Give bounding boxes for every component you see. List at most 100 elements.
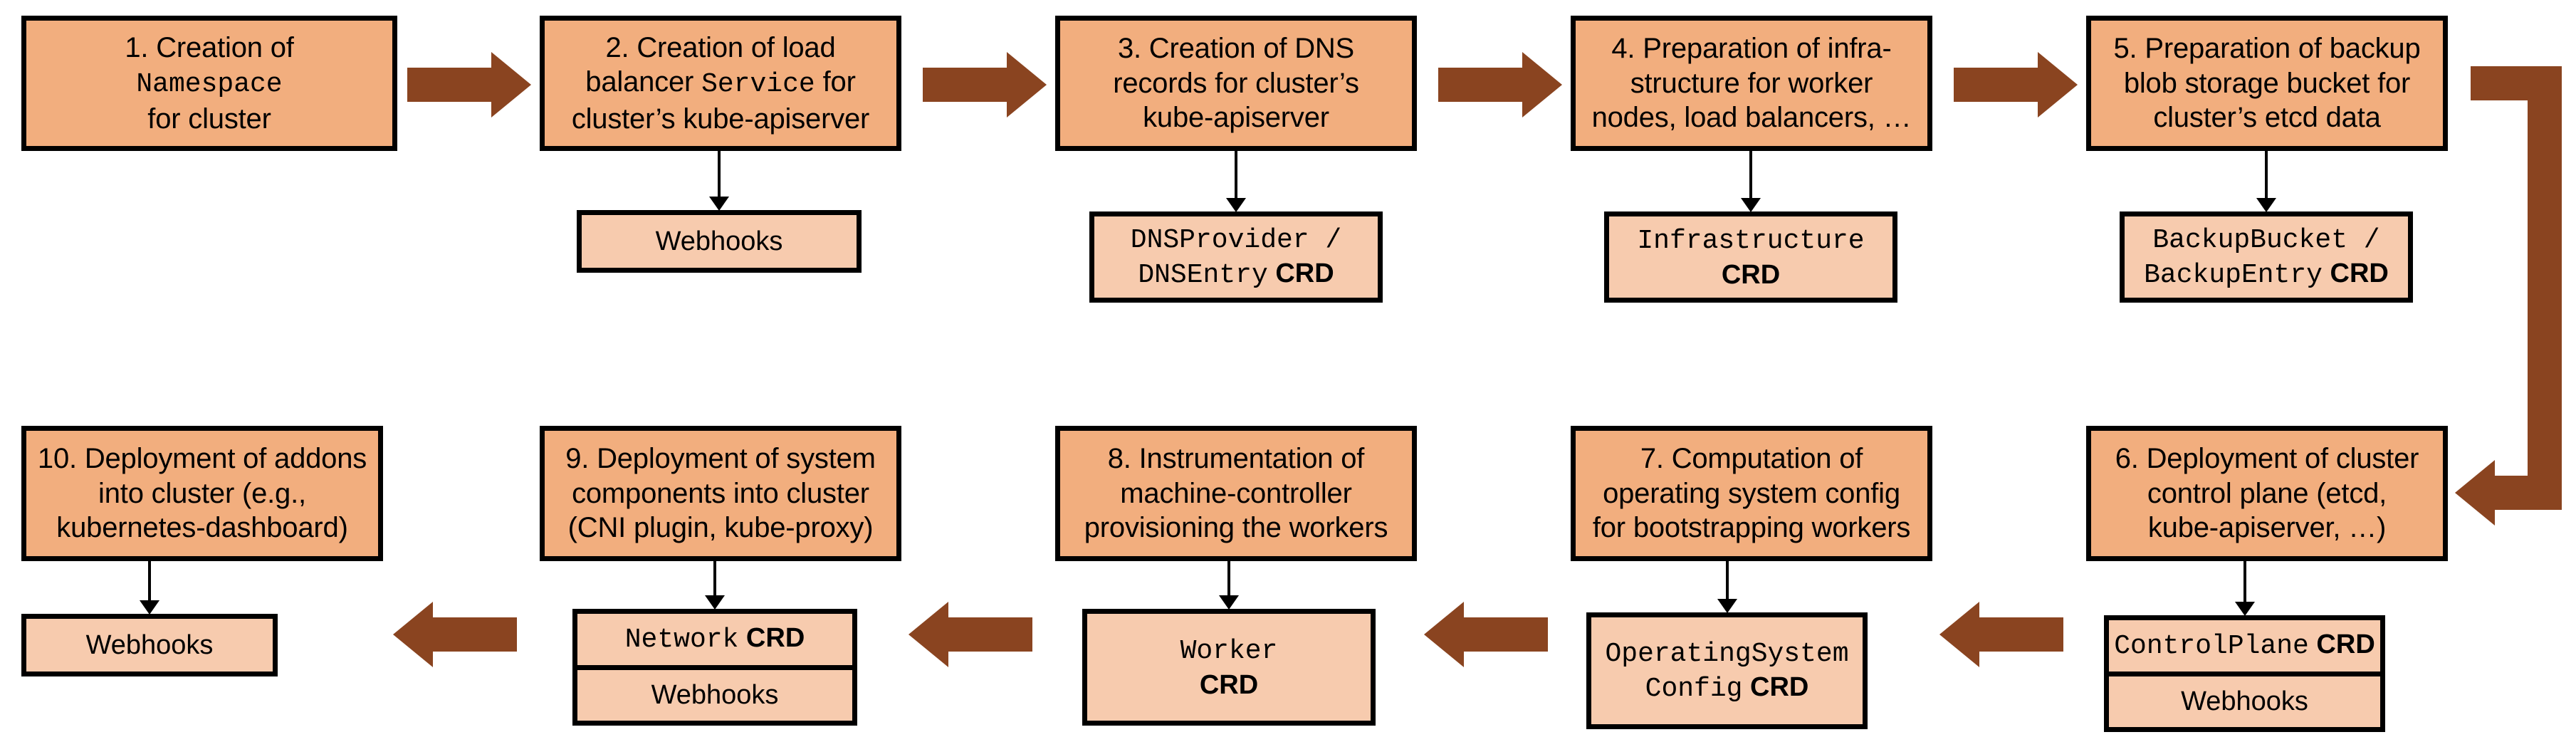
connector-line — [148, 561, 151, 602]
text-run: kube-apiserver, …) — [2147, 512, 2387, 544]
arrow-shaft — [1979, 617, 2063, 652]
arrow-1-2 — [407, 52, 531, 117]
arrow-head-icon — [1522, 52, 1562, 117]
connector-arrowhead-icon — [1226, 198, 1246, 212]
text-run: BackupEntry — [2144, 260, 2323, 291]
connector-line — [1235, 151, 1237, 200]
text-run: 3. Creation of DNS — [1117, 32, 1355, 64]
connector-line — [718, 151, 721, 199]
text-line: into cluster (e.g., — [32, 476, 372, 511]
artifact-box-10[interactable]: Webhooks — [21, 614, 278, 676]
text-run: kube-apiserver — [1143, 102, 1329, 134]
text-line: Webhooks — [2181, 685, 2308, 718]
connector-arrowhead-icon — [709, 197, 729, 211]
text-run: operating system config — [1603, 477, 1900, 509]
text-line: 1. Creation of — [32, 31, 387, 66]
text-line: kube-apiserver, …) — [2097, 511, 2437, 545]
text-run: Namespace — [136, 69, 283, 100]
text-line: Namespace — [32, 65, 387, 101]
text-line: 9. Deployment of system — [550, 441, 891, 476]
text-line: 3. Creation of DNS — [1066, 31, 1406, 66]
text-line: DNSProvider / — [1131, 222, 1341, 257]
arrow-6-7 — [1939, 602, 2063, 667]
arrow-shaft — [923, 68, 1007, 102]
elbow-arrow-vertical — [2528, 66, 2562, 510]
text-run: 9. Deployment of system — [565, 442, 876, 474]
text-run: records for cluster’s — [1113, 67, 1359, 99]
artifact-box-5[interactable]: BackupBucket /BackupEntry CRD — [2120, 211, 2413, 303]
artifact-box-2[interactable]: Webhooks — [577, 210, 862, 273]
text-run: CRD — [1721, 259, 1781, 290]
artifact-label: BackupBucket /BackupEntry CRD — [2144, 222, 2389, 293]
text-run: OperatingSystem — [1605, 638, 1849, 669]
text-run: kubernetes-dashboard) — [56, 512, 348, 544]
text-run: control plane (etcd, — [2147, 477, 2387, 509]
artifact-cell: Webhooks — [577, 664, 852, 721]
artifact-box-6[interactable]: ControlPlane CRD Webhooks — [2104, 615, 2385, 732]
text-line: Webhooks — [651, 679, 779, 711]
arrow-head-icon — [491, 52, 531, 117]
artifact-box-3[interactable]: DNSProvider /DNSEntry CRD — [1089, 211, 1383, 303]
connector-arrowhead-icon — [705, 595, 725, 610]
text-line: Worker — [1180, 633, 1278, 668]
text-run: machine-controller — [1120, 477, 1352, 509]
text-line: Config CRD — [1605, 671, 1848, 706]
arrow-8-9 — [909, 602, 1032, 667]
text-run: balancer — [585, 66, 702, 98]
text-run: CRD — [738, 623, 805, 654]
text-run: (CNI plugin, kube-proxy) — [567, 512, 874, 544]
artifact-cell: ControlPlane CRD — [2109, 620, 2380, 672]
text-line: 2. Creation of load — [550, 31, 891, 66]
arrow-head-icon — [1007, 52, 1047, 117]
connector-line — [1227, 561, 1230, 597]
arrow-head-icon — [1424, 602, 1464, 667]
text-line: control plane (etcd, — [2097, 476, 2437, 511]
text-run: 4. Preparation of infra- — [1611, 32, 1892, 64]
connector-arrowhead-icon — [140, 600, 159, 615]
text-line: kube-apiserver — [1066, 100, 1406, 135]
text-line: machine-controller — [1066, 476, 1406, 511]
text-run: 1. Creation of — [125, 31, 294, 63]
text-run: for bootstrapping workers — [1592, 512, 1911, 544]
arrow-shaft — [1464, 617, 1548, 652]
flow-step-4[interactable]: 4. Preparation of infra-structure for wo… — [1571, 16, 1932, 151]
text-line: BackupBucket / — [2144, 222, 2389, 257]
text-run: CRD — [1199, 669, 1259, 700]
text-run: for cluster — [147, 103, 271, 135]
connector-arrowhead-icon — [1741, 198, 1761, 212]
artifact-label: Webhooks — [86, 629, 214, 662]
text-run: blob storage bucket for — [2123, 67, 2411, 99]
text-line: 5. Preparation of backup — [2097, 31, 2437, 66]
connector-arrowhead-icon — [2256, 198, 2276, 212]
text-run: CRD — [2322, 258, 2389, 288]
text-line: for cluster — [32, 102, 387, 137]
text-line: components into cluster — [550, 476, 891, 511]
text-line: CRD — [1637, 258, 1864, 291]
text-line: nodes, load balancers, … — [1581, 100, 1922, 135]
text-run: 5. Preparation of backup — [2113, 32, 2421, 64]
text-run: for — [815, 66, 856, 98]
text-run: CRD — [2308, 629, 2375, 660]
arrow-9-10 — [393, 602, 517, 667]
text-run: Worker — [1180, 636, 1278, 667]
arrow-3-4 — [1438, 52, 1562, 117]
text-run: DNSProvider / — [1130, 224, 1342, 256]
